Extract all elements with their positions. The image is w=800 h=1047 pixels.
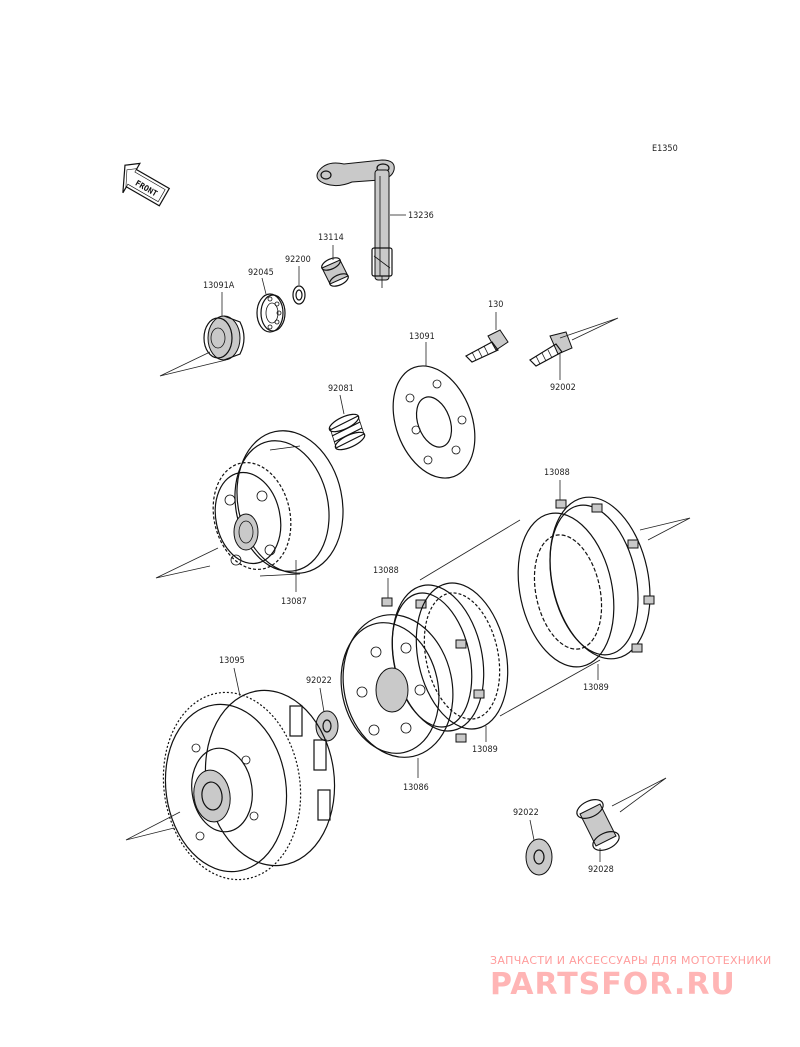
- bolt-130: [465, 312, 509, 363]
- bearing-92045: [256, 277, 286, 333]
- callout-13091A: 13091A: [203, 281, 235, 291]
- callout-13086: 13086: [403, 783, 429, 793]
- spring-92081: [328, 394, 366, 451]
- callout-92081: 92081: [328, 384, 354, 394]
- callout-13089-right: 13089: [583, 683, 609, 693]
- release-shaft-13236: [316, 159, 406, 288]
- callout-92028: 92028: [588, 865, 614, 875]
- callout-13089-mid: 13089: [472, 745, 498, 755]
- callout-13091: 13091: [409, 332, 435, 342]
- callout-13114: 13114: [318, 233, 344, 243]
- hub-13087: [155, 430, 344, 592]
- callout-13095: 13095: [219, 656, 245, 666]
- diagram-code: E1350: [652, 144, 678, 154]
- steel-plate-13089-right: [517, 512, 615, 680]
- collar-13114: [321, 245, 349, 287]
- pressure-plate-13086: [340, 614, 454, 778]
- washer-92022-mid: [315, 687, 339, 742]
- callout-13087: 13087: [281, 597, 307, 607]
- housing-13095: [125, 667, 336, 881]
- callout-92022-mid: 92022: [306, 676, 332, 686]
- friction-plate-13088-top: [549, 480, 691, 660]
- front-arrow-icon: FRONT: [122, 162, 171, 207]
- watermark-tagline: ЗАПЧАСТИ И АКСЕССУАРЫ ДЛЯ МОТОТЕХНИКИ: [490, 954, 772, 967]
- callout-92200: 92200: [285, 255, 311, 265]
- callout-13236: 13236: [408, 211, 434, 221]
- callout-13088-top: 13088: [544, 468, 570, 478]
- plate-13091: [392, 342, 476, 479]
- callout-92045: 92045: [248, 268, 274, 278]
- bolt-92002: [529, 317, 619, 380]
- callout-13088-mid: 13088: [373, 566, 399, 576]
- washer-92200: [292, 266, 306, 305]
- sleeve-92028: [576, 777, 667, 862]
- flange-13091A: [159, 292, 245, 377]
- steel-plate-13089-mid: [415, 582, 509, 742]
- callout-92002: 92002: [550, 383, 576, 393]
- watermark-logo: PARTSFOR.RU: [490, 967, 736, 1002]
- callout-130: 130: [488, 300, 503, 310]
- callout-92022-low: 92022: [513, 808, 539, 818]
- washer-92022-low: [525, 819, 553, 876]
